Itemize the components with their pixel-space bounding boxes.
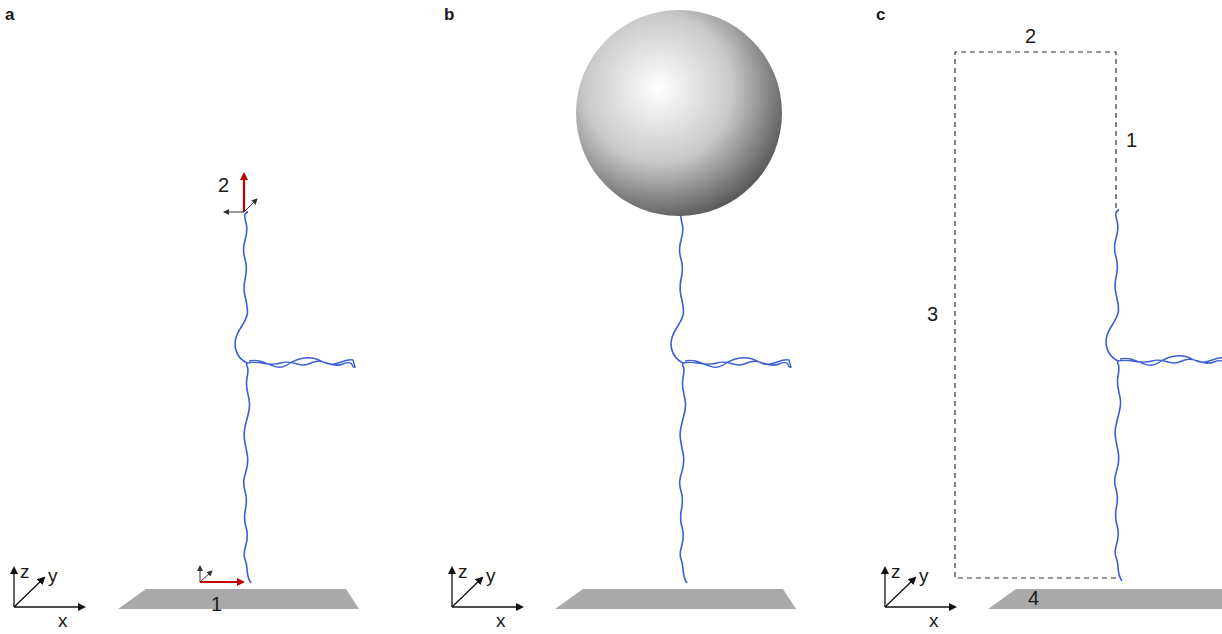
surface — [988, 589, 1222, 609]
axis-label: x — [496, 611, 506, 630]
force-arrow — [243, 174, 245, 212]
callout-number: 1 — [1126, 130, 1137, 150]
callout-number: 1 — [211, 594, 222, 614]
axis-label: z — [20, 562, 30, 581]
axis-label: y — [486, 566, 496, 585]
axis-label: z — [458, 562, 468, 581]
callout-number: 3 — [927, 304, 938, 324]
force-arrow — [200, 581, 243, 583]
surface — [555, 589, 796, 609]
panel-letter: a — [5, 6, 14, 23]
callout-number: 4 — [1028, 588, 1039, 608]
axis-label: z — [891, 562, 901, 581]
surface — [118, 589, 359, 609]
axis-label: x — [58, 611, 68, 630]
bead — [576, 10, 782, 216]
panel-letter: c — [876, 6, 885, 23]
callout-number: 2 — [1025, 26, 1036, 46]
axis-label: y — [48, 566, 58, 585]
axis-label: y — [919, 566, 929, 585]
panel-letter: b — [444, 6, 454, 23]
dashed-loop — [955, 52, 1118, 578]
axis-label: x — [929, 611, 939, 630]
callout-number: 2 — [218, 175, 229, 195]
